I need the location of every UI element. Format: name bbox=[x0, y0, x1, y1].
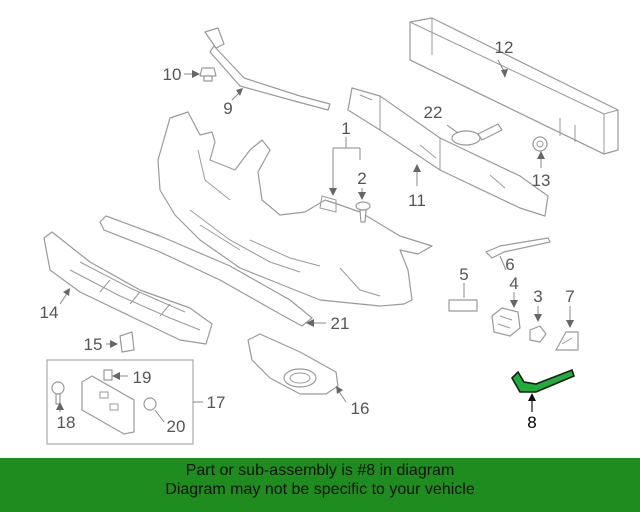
callout-14: 14 bbox=[40, 303, 59, 322]
arrow-11 bbox=[413, 164, 421, 172]
callout-9: 9 bbox=[223, 99, 232, 118]
part-13-clip bbox=[532, 136, 548, 152]
arrow-19 bbox=[112, 372, 120, 380]
part-18-screw bbox=[51, 381, 65, 405]
callout-7: 7 bbox=[565, 287, 574, 306]
arrow-14 bbox=[63, 288, 70, 296]
part-1-bumper-cover bbox=[157, 111, 433, 307]
part-15-clip bbox=[119, 331, 135, 353]
arrow-21 bbox=[306, 319, 314, 327]
part-22-tow-hook bbox=[451, 123, 503, 146]
part-19-plate bbox=[81, 369, 135, 435]
leader-1 bbox=[332, 137, 361, 190]
arrow-1 bbox=[329, 188, 337, 196]
leader-6 bbox=[499, 255, 507, 271]
arrow-2 bbox=[358, 192, 366, 200]
part-9-harness bbox=[204, 27, 331, 111]
part-7-bracket bbox=[555, 331, 579, 351]
leader-22 bbox=[446, 124, 459, 134]
arrow-18 bbox=[56, 402, 64, 410]
part-8-highlighted bbox=[511, 368, 575, 393]
callout-15: 15 bbox=[84, 335, 103, 354]
part-5-label bbox=[448, 299, 478, 312]
part-3-clip bbox=[529, 325, 547, 343]
callout-17: 17 bbox=[207, 393, 226, 412]
callout-22: 22 bbox=[424, 103, 443, 122]
arrow-4 bbox=[510, 300, 518, 308]
callout-12: 12 bbox=[495, 38, 514, 57]
callout-8: 8 bbox=[527, 413, 536, 432]
part-20-nut bbox=[143, 397, 157, 411]
arrow-12 bbox=[501, 69, 508, 78]
callout-13: 13 bbox=[532, 171, 551, 190]
part-14-grille bbox=[43, 231, 213, 345]
callout-20: 20 bbox=[167, 417, 186, 436]
arrow-15 bbox=[110, 340, 118, 348]
arrow-3 bbox=[534, 314, 542, 322]
parts-diagram: 1 2 3 4 5 6 7 8 9 10 11 12 13 14 15 16 1… bbox=[40, 17, 619, 445]
banner-line-disclaimer: Diagram may not be specific to your vehi… bbox=[165, 481, 475, 498]
arrow-13 bbox=[537, 151, 545, 159]
callout-18: 18 bbox=[57, 413, 76, 432]
callout-16: 16 bbox=[351, 399, 370, 418]
callout-11: 11 bbox=[408, 191, 426, 210]
callout-10: 10 bbox=[163, 65, 182, 84]
callout-2: 2 bbox=[357, 169, 366, 188]
part-21-lower-grille bbox=[99, 215, 313, 327]
callout-3: 3 bbox=[533, 287, 542, 306]
callout-5: 5 bbox=[459, 265, 468, 284]
callout-19: 19 bbox=[133, 368, 152, 387]
arrow-9 bbox=[236, 88, 243, 96]
arrow-7 bbox=[566, 320, 574, 328]
part-11-absorber bbox=[347, 87, 549, 217]
arrow-16 bbox=[336, 386, 343, 394]
part-4-bracket bbox=[491, 307, 521, 337]
part-16-fog-bezel bbox=[247, 333, 339, 395]
part-6-molding bbox=[485, 237, 551, 259]
arrow-8 bbox=[528, 393, 536, 401]
leader-20 bbox=[154, 409, 165, 423]
banner-line-part: Part or sub-assembly is #8 in diagram bbox=[185, 462, 455, 479]
callout-1: 1 bbox=[341, 119, 350, 138]
callout-4: 4 bbox=[509, 274, 518, 293]
callout-6: 6 bbox=[505, 255, 514, 274]
part-2-screw bbox=[355, 201, 371, 223]
part-10-bolt bbox=[199, 67, 217, 82]
callout-21: 21 bbox=[331, 314, 350, 333]
part-12-reinforcement-bar bbox=[409, 17, 619, 155]
info-banner: Part or sub-assembly is #8 in diagram Di… bbox=[0, 458, 640, 512]
arrow-10 bbox=[192, 70, 200, 78]
